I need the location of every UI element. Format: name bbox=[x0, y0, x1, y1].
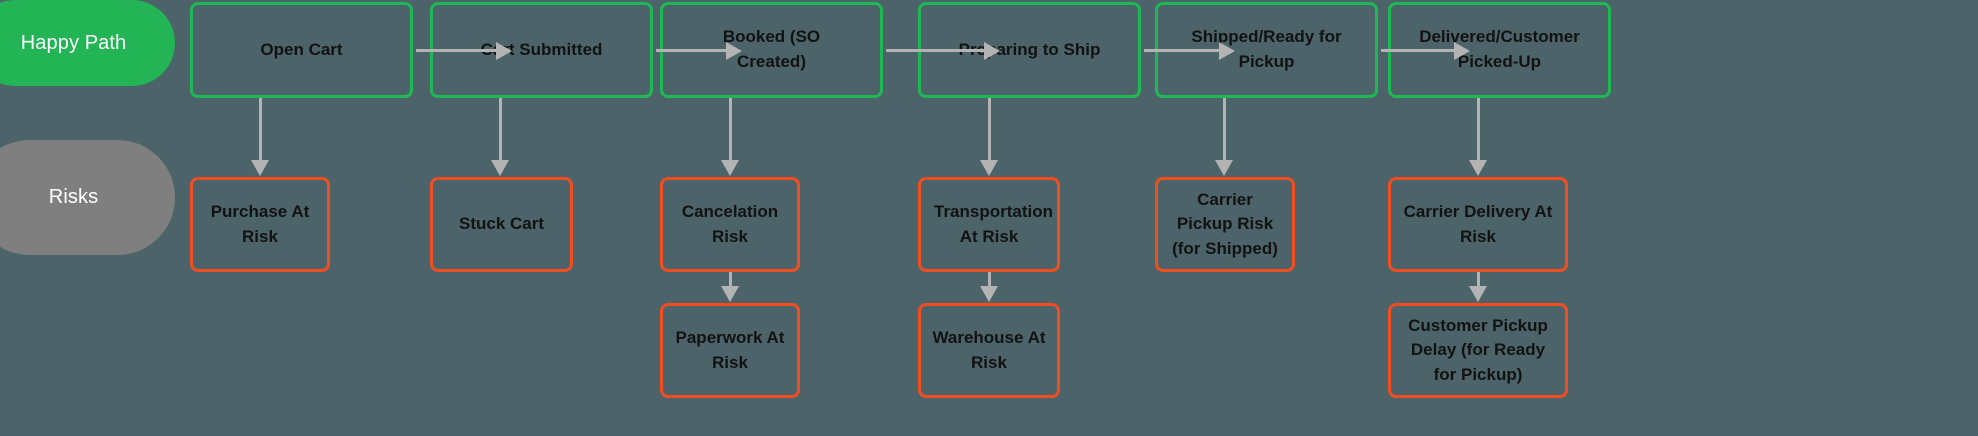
node-label: Carrier Delivery At Risk bbox=[1403, 201, 1553, 246]
connector-booked-to-cancelation-risk bbox=[729, 98, 732, 160]
arrowhead-down-icon bbox=[251, 160, 269, 176]
connector-cart-submitted-to-booked bbox=[656, 49, 726, 52]
node-warehouse-at-risk[interactable]: Warehouse At Risk bbox=[918, 303, 1060, 398]
arrowhead-down-icon bbox=[1469, 286, 1487, 302]
arrowhead-down-icon bbox=[980, 286, 998, 302]
connector-transportation-at-risk-to-warehouse-at-risk bbox=[988, 272, 991, 286]
arrowhead-down-icon bbox=[491, 160, 509, 176]
connector-delivered-to-carrier-delivery-at-risk bbox=[1477, 98, 1480, 160]
arrowhead-down-icon bbox=[980, 160, 998, 176]
connector-booked-to-preparing-to-ship bbox=[886, 49, 984, 52]
connector-open-cart-to-cart-submitted bbox=[416, 49, 496, 52]
connector-preparing-to-transportation-at-risk bbox=[988, 98, 991, 160]
arrowhead-down-icon bbox=[721, 160, 739, 176]
connector-open-cart-to-purchase-at-risk bbox=[259, 98, 262, 160]
connector-cancelation-risk-to-paperwork-at-risk bbox=[729, 272, 732, 286]
connector-shipped-to-carrier-pickup-risk bbox=[1223, 98, 1226, 160]
connector-preparing-to-shipped bbox=[1144, 49, 1219, 52]
arrowhead-right-icon bbox=[496, 42, 512, 60]
arrowhead-right-icon bbox=[1454, 42, 1470, 60]
node-label: Transportation At Risk bbox=[934, 201, 1054, 246]
node-label: Carrier Pickup Risk (for Shipped) bbox=[1172, 189, 1278, 258]
arrowhead-right-icon bbox=[984, 42, 1000, 60]
node-cancelation-risk[interactable]: Cancelation Risk bbox=[660, 177, 800, 272]
node-shipped-ready-for-pickup[interactable]: Shipped/Ready for Pickup bbox=[1155, 2, 1378, 98]
arrowhead-right-icon bbox=[726, 42, 742, 60]
node-label: Open Cart bbox=[260, 39, 343, 59]
node-purchase-at-risk[interactable]: Purchase At Risk bbox=[190, 177, 330, 272]
lane-label-happy-path: Happy Path bbox=[20, 31, 127, 54]
node-label: Shipped/Ready for Pickup bbox=[1191, 27, 1342, 71]
node-stuck-cart[interactable]: Stuck Cart bbox=[430, 177, 573, 272]
node-label: Booked (SO Created) bbox=[722, 27, 821, 71]
arrowhead-right-icon bbox=[1219, 42, 1235, 60]
node-carrier-delivery-at-risk[interactable]: Carrier Delivery At Risk bbox=[1388, 177, 1568, 272]
connector-carrier-delivery-at-risk-to-customer-pickup-delay bbox=[1477, 272, 1480, 286]
lane-pill-risks[interactable]: Risks bbox=[0, 140, 175, 255]
lane-pill-happy-path[interactable]: Happy Path bbox=[0, 0, 175, 86]
node-transportation-at-risk[interactable]: Transportation At Risk bbox=[918, 177, 1060, 272]
node-label: Purchase At Risk bbox=[210, 201, 310, 246]
arrowhead-down-icon bbox=[1469, 160, 1487, 176]
node-label: Delivered/Customer Picked-Up bbox=[1419, 27, 1580, 71]
node-carrier-pickup-risk[interactable]: Carrier Pickup Risk (for Shipped) bbox=[1155, 177, 1295, 272]
node-customer-pickup-delay[interactable]: Customer Pickup Delay (for Ready for Pic… bbox=[1388, 303, 1568, 398]
connector-cart-submitted-to-stuck-cart bbox=[499, 98, 502, 160]
node-label: Cancelation Risk bbox=[681, 201, 779, 246]
node-label: Paperwork At Risk bbox=[675, 327, 785, 372]
lane-label-risks: Risks bbox=[48, 186, 99, 208]
node-label: Warehouse At Risk bbox=[932, 327, 1046, 372]
arrowhead-down-icon bbox=[1215, 160, 1233, 176]
node-label: Stuck Cart bbox=[458, 214, 545, 234]
arrowhead-down-icon bbox=[721, 286, 739, 302]
node-open-cart[interactable]: Open Cart bbox=[190, 2, 413, 98]
node-label: Customer Pickup Delay (for Ready for Pic… bbox=[1408, 315, 1548, 384]
node-paperwork-at-risk[interactable]: Paperwork At Risk bbox=[660, 303, 800, 398]
connector-shipped-to-delivered bbox=[1381, 49, 1454, 52]
